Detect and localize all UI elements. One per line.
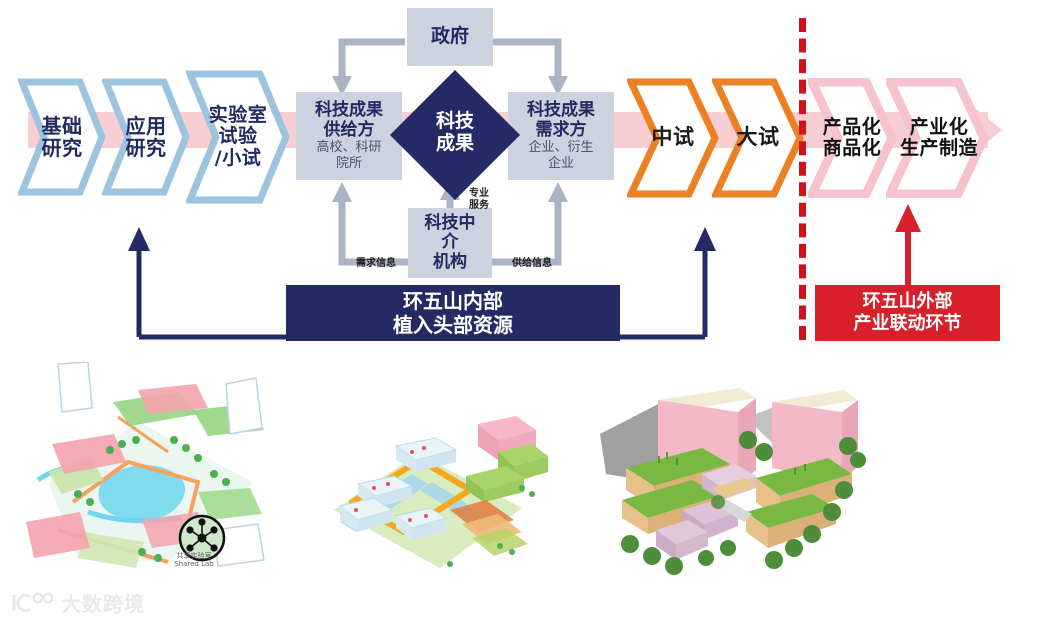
chevron-shape — [102, 78, 190, 196]
illustration-masterplan-map — [26, 362, 265, 568]
chevron-shape — [627, 78, 719, 198]
stage-label: 基础 研究 — [41, 113, 83, 160]
intermediary-line3: 机构 — [433, 251, 467, 272]
banner-external: 环五山外部 产业联动环节 — [815, 285, 1000, 341]
banner-external-line1: 环五山外部 — [862, 291, 953, 313]
banner-internal: 环五山内部 植入头部资源 — [286, 285, 620, 341]
supplier-sub-line2: 院所 — [335, 155, 362, 171]
stage-label: 大试 — [736, 125, 780, 150]
internal-banner-connectors — [128, 227, 716, 340]
chevron-shape — [186, 70, 290, 204]
chevron-shape — [18, 78, 106, 196]
demander-title-line2: 需求方 — [535, 119, 587, 140]
stage-large-trial: 大试 — [712, 78, 804, 198]
chevron-shape — [808, 78, 896, 198]
center-supplier-box: 科技成果 供给方 高校、科研 院所 — [296, 92, 402, 180]
watermark: 大数跨境 — [8, 588, 145, 617]
stage-label: 应用 研究 — [125, 113, 167, 160]
supplier-title-line1: 科技成果 — [315, 100, 383, 121]
stage-label: 产业化 生产制造 — [899, 115, 978, 159]
banner-internal-line1: 环五山内部 — [403, 289, 503, 313]
center-intermediary-box: 科技中 介 机构 — [408, 208, 492, 278]
stage-label: 中试 — [651, 125, 695, 150]
stage-industrialization: 产业化 生产制造 — [886, 78, 992, 198]
edge-label-professional-service: 专业 服务 — [469, 188, 489, 211]
stage-productization: 产品化 商品化 — [808, 78, 896, 198]
chevron-shape — [886, 78, 989, 198]
intermediary-line1: 科技中 — [424, 212, 476, 233]
supplier-title-line2: 供给方 — [323, 119, 375, 140]
illustration-masterplan-caption: 共享实验室 Shared Lab — [174, 552, 214, 569]
banner-internal-line2: 植入头部资源 — [393, 313, 513, 337]
stage-lab-trial: 实验室 试验 /小试 — [186, 70, 290, 204]
demander-sub-line1: 企业、衍生 — [528, 140, 594, 156]
government-label: 政府 — [430, 25, 469, 48]
chevron-shape — [712, 78, 804, 198]
supplier-sub-line1: 高校、科研 — [316, 140, 382, 156]
stage-label: 产品化 商品化 — [822, 115, 882, 159]
red-dashed-divider — [799, 18, 806, 340]
center-government-box: 政府 — [407, 8, 493, 66]
watermark-text: 大数跨境 — [61, 592, 145, 616]
center-demander-box: 科技成果 需求方 企业、衍生 企业 — [508, 92, 614, 180]
demander-sub-line2: 企业 — [547, 155, 574, 171]
external-banner-connector — [895, 204, 921, 294]
ic-logo-icon — [12, 592, 54, 612]
banner-external-line2: 产业联动环节 — [853, 313, 962, 334]
edge-label-supply-info: 供给信息 — [512, 258, 552, 269]
illustration-isometric-campus — [328, 416, 548, 574]
stage-pilot-trial: 中试 — [627, 78, 719, 198]
illustration-isometric-block — [600, 388, 866, 575]
stage-basic-research: 基础 研究 — [18, 78, 106, 196]
stage-label: 实验室 试验 /小试 — [208, 104, 268, 169]
stage-applied-research: 应用 研究 — [102, 78, 190, 196]
achievement-label: 科技 成果 — [435, 110, 474, 154]
edge-label-demand-info: 需求信息 — [356, 258, 396, 269]
intermediary-line2: 介 — [441, 232, 459, 253]
demander-title-line1: 科技成果 — [527, 100, 595, 121]
